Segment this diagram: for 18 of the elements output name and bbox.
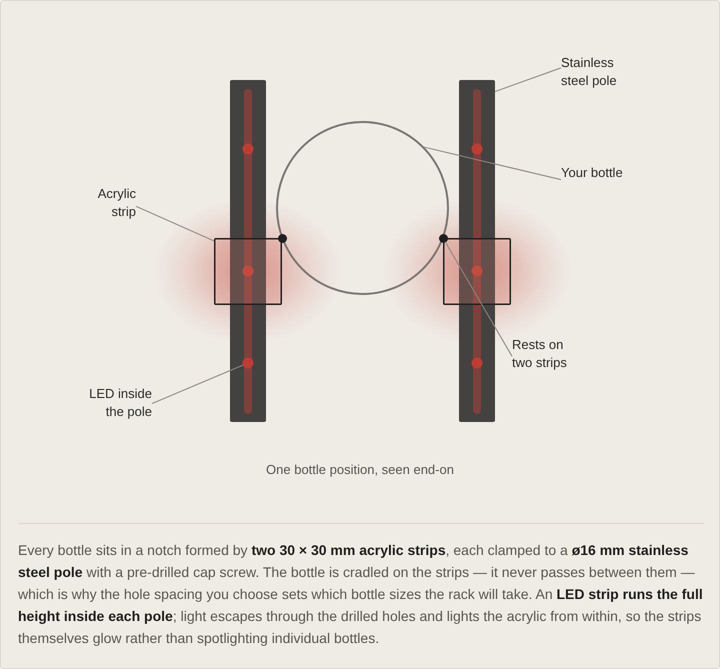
callout-label: Your bottle [561,164,623,182]
callout-label: Stainless steel pole [561,54,623,90]
led-dot [242,358,254,368]
contact-point [278,234,286,242]
leader-line [494,67,562,92]
steel-pole [459,80,495,422]
leader-line [423,146,562,180]
callout-label: LED inside the pole [85,385,152,421]
leader-line [136,206,214,242]
description-text: Every bottle sits in a notch formed by two 30 × 30 mm acrylic strips, each clamped to a ø16 mm stainless steel pole with a pre-drilled cap screw. The bottle is cradled on the strips — it never passes between them — which is why the hole spacing you choose sets which bottle sizes the rack will take. An LED strip runs the full height inside each pole; light escapes through the drilled holes and lights the acrylic from within, so the strips themselves glow rather than spotlighting individual bottles. [18,541,704,648]
contact-point [438,234,448,242]
callout-label: Acrylic strip [90,185,136,221]
callout-label: Rests on two strips [512,336,574,372]
figure-caption: One bottle position, seen end-on [266,461,454,479]
acrylic-strip [443,238,511,305]
steel-pole [230,80,266,422]
acrylic-strip [214,238,282,305]
bottle-outline [276,121,449,295]
